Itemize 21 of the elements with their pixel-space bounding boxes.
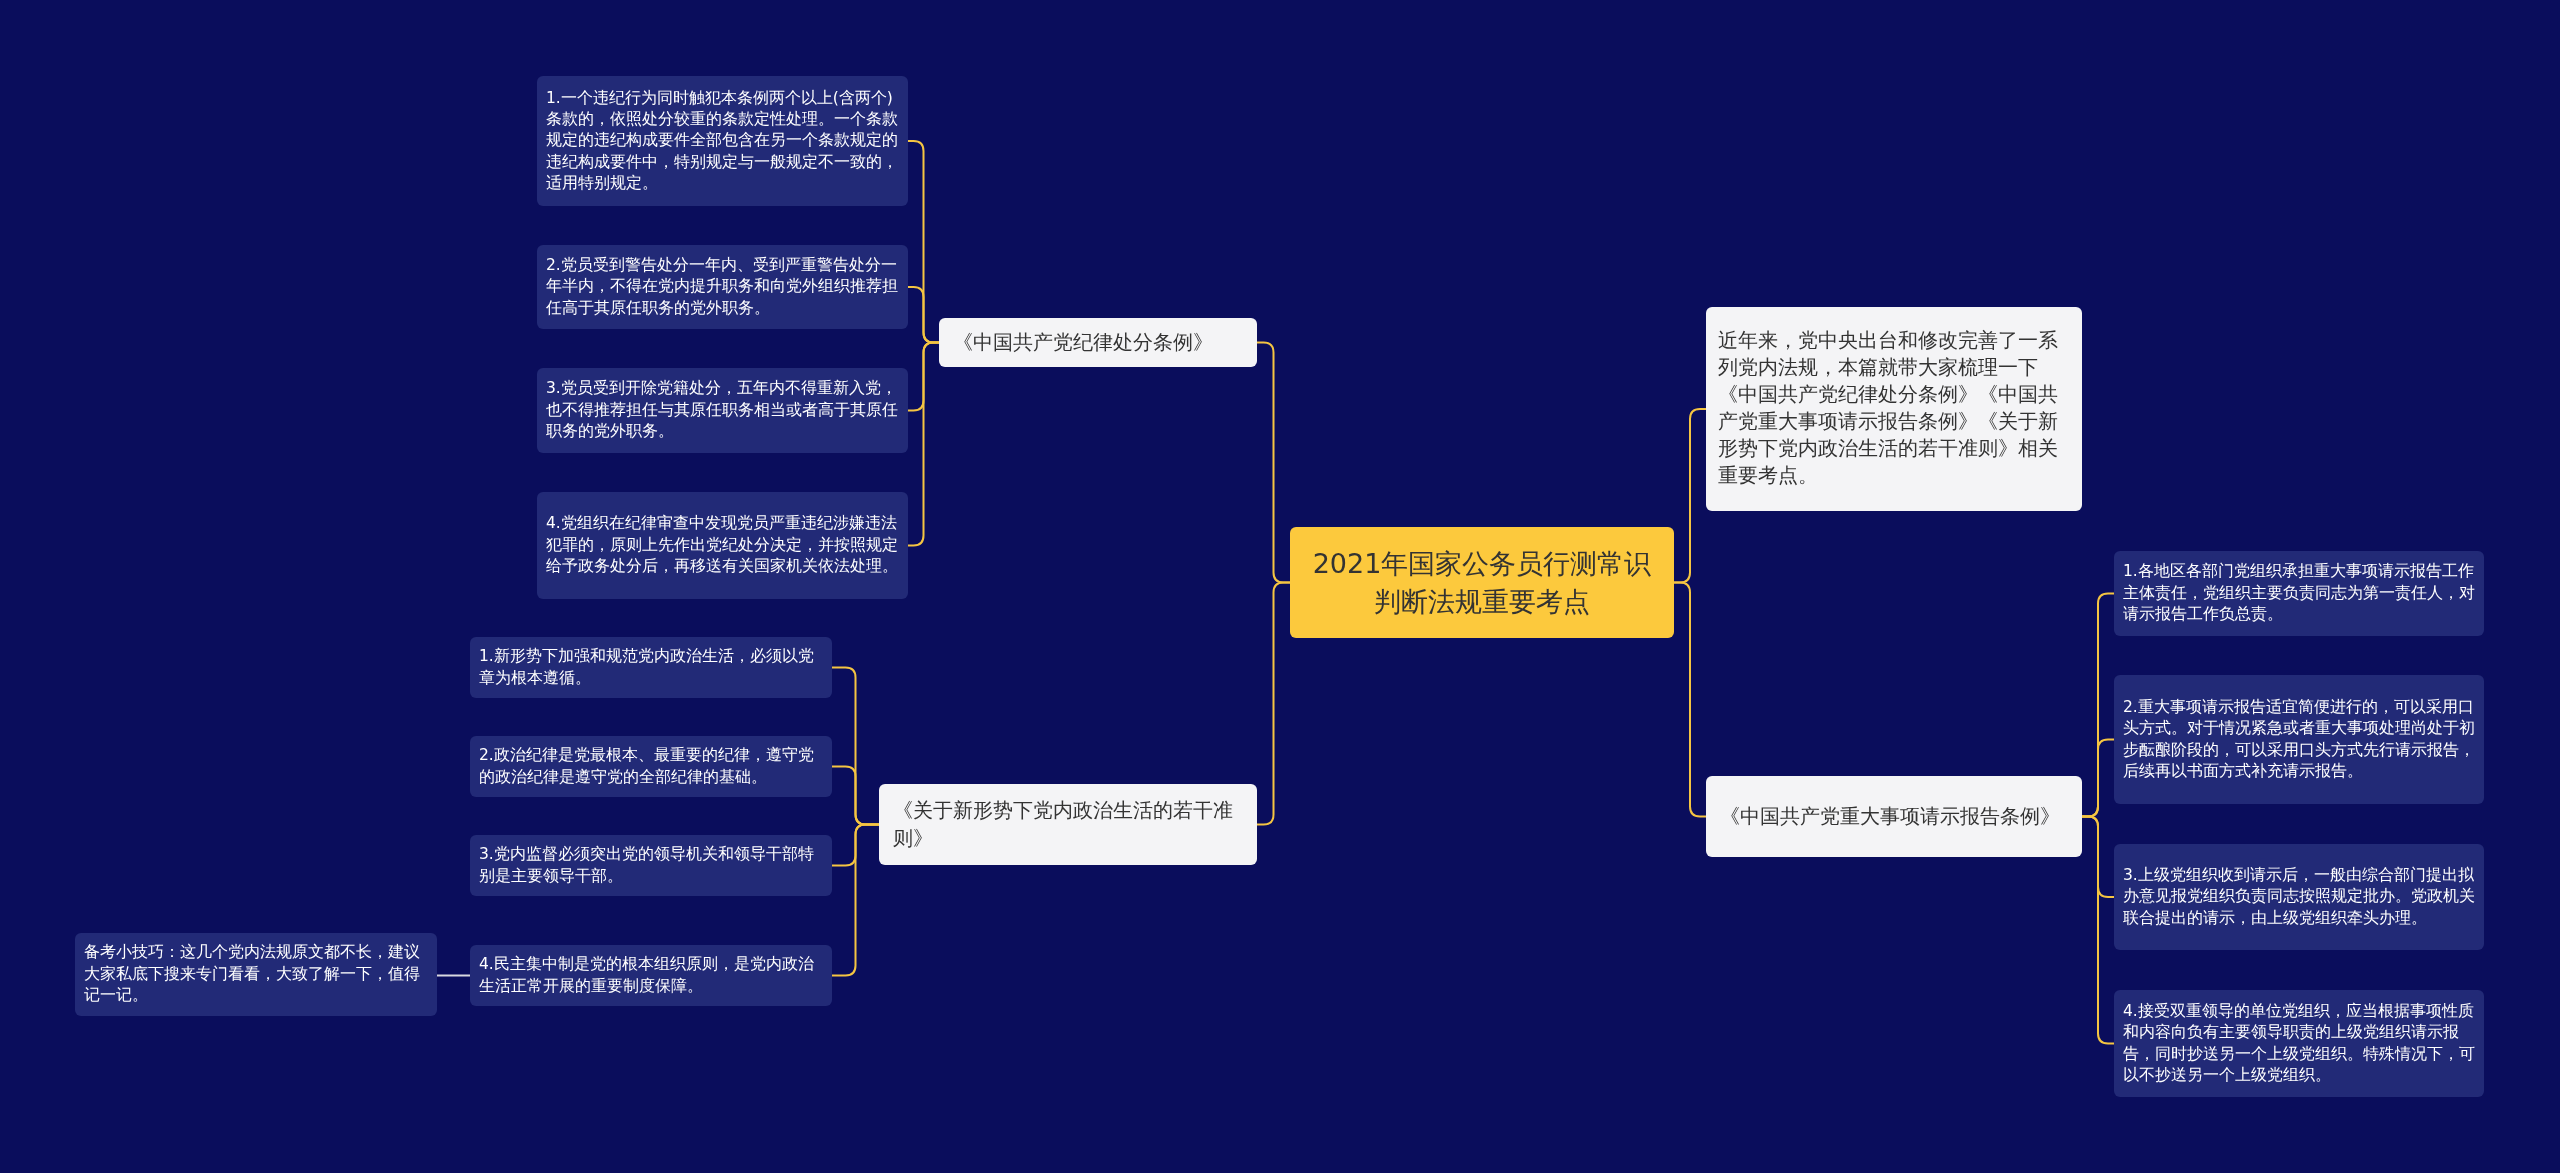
leaf-box: 4.党组织在纪律审查中发现党员严重违纪涉嫌违法犯罪的，原则上先作出党纪处分决定，并按照规定给予政务处分后，再移送有关国家机关依法处理。	[537, 492, 908, 599]
leaf-box: 1.各地区各部门党组织承担重大事项请示报告工作主体责任，党组织主要负责同志为第一责任人，对请示报告工作负总责。	[2114, 551, 2484, 636]
note-box: 近年来，党中央出台和修改完善了一系列党内法规，本篇就带大家梳理一下《中国共产党纪律处分条例》《中国共产党重大事项请示报告条例》《关于新形势下党内政治生活的若干准则》相关重要考点。	[1706, 307, 2082, 511]
leaf-box: 1.一个违纪行为同时触犯本条例两个以上(含两个)条款的，依照处分较重的条款定性处理。一个条款规定的违纪构成要件全部包含在另一个条款规定的违纪构成要件中，特别规定与一般规定不一致的，适用特别规定。	[537, 76, 908, 206]
leaf-box: 3.党员受到开除党籍处分，五年内不得重新入党，也不得推荐担任与其原任职务相当或者高于其原任职务的党外职务。	[537, 368, 908, 453]
leaf-box: 2.重大事项请示报告适宜简便进行的，可以采用口头方式。对于情况紧急或者重大事项处理尚处于初步酝酿阶段的，可以采用口头方式先行请示报告，后续再以书面方式补充请示报告。	[2114, 675, 2484, 804]
leaf-box: 2.政治纪律是党最根本、最重要的纪律，遵守党的政治纪律是遵守党的全部纪律的基础。	[470, 736, 832, 797]
leaf-box: 4.接受双重领导的单位党组织，应当根据事项性质和内容向负有主要领导职责的上级党组织请示报告，同时抄送另一个上级党组织。特殊情况下，可以不抄送另一个上级党组织。	[2114, 990, 2484, 1097]
branch-box: 《中国共产党重大事项请示报告条例》	[1706, 776, 2082, 857]
connector-line	[831, 823, 880, 977]
branch-box: 《关于新形势下党内政治生活的若干准则》	[879, 784, 1257, 865]
connector-line	[1256, 581, 1291, 826]
leaf-box: 1.新形势下加强和规范党内政治生活，必须以党章为根本遵循。	[470, 637, 832, 698]
leaf-box: 2.党员受到警告处分一年内、受到严重警告处分一年半内，不得在党内提升职务和向党外组织推荐担任高于其原任职务的党外职务。	[537, 245, 908, 329]
leaf-box: 3.党内监督必须突出党的领导机关和领导干部特别是主要领导干部。	[470, 835, 832, 896]
leaf-box: 4.民主集中制是党的根本组织原则，是党内政治生活正常开展的重要制度保障。	[470, 945, 832, 1006]
leaf-box: 备考小技巧：这几个党内法规原文都不长，建议大家私底下搜来专门看看，大致了解一下，值得记一记。	[75, 933, 437, 1016]
connector-line	[436, 974, 471, 977]
leaf-box: 3.上级党组织收到请示后，一般由综合部门提出拟办意见报党组织负责同志按照规定批办。党政机关联合提出的请示，由上级党组织牵头办理。	[2114, 844, 2484, 950]
branch-box: 《中国共产党纪律处分条例》	[939, 318, 1257, 367]
topic-box: 2021年国家公务员行测常识判断法规重要考点	[1290, 527, 1674, 638]
